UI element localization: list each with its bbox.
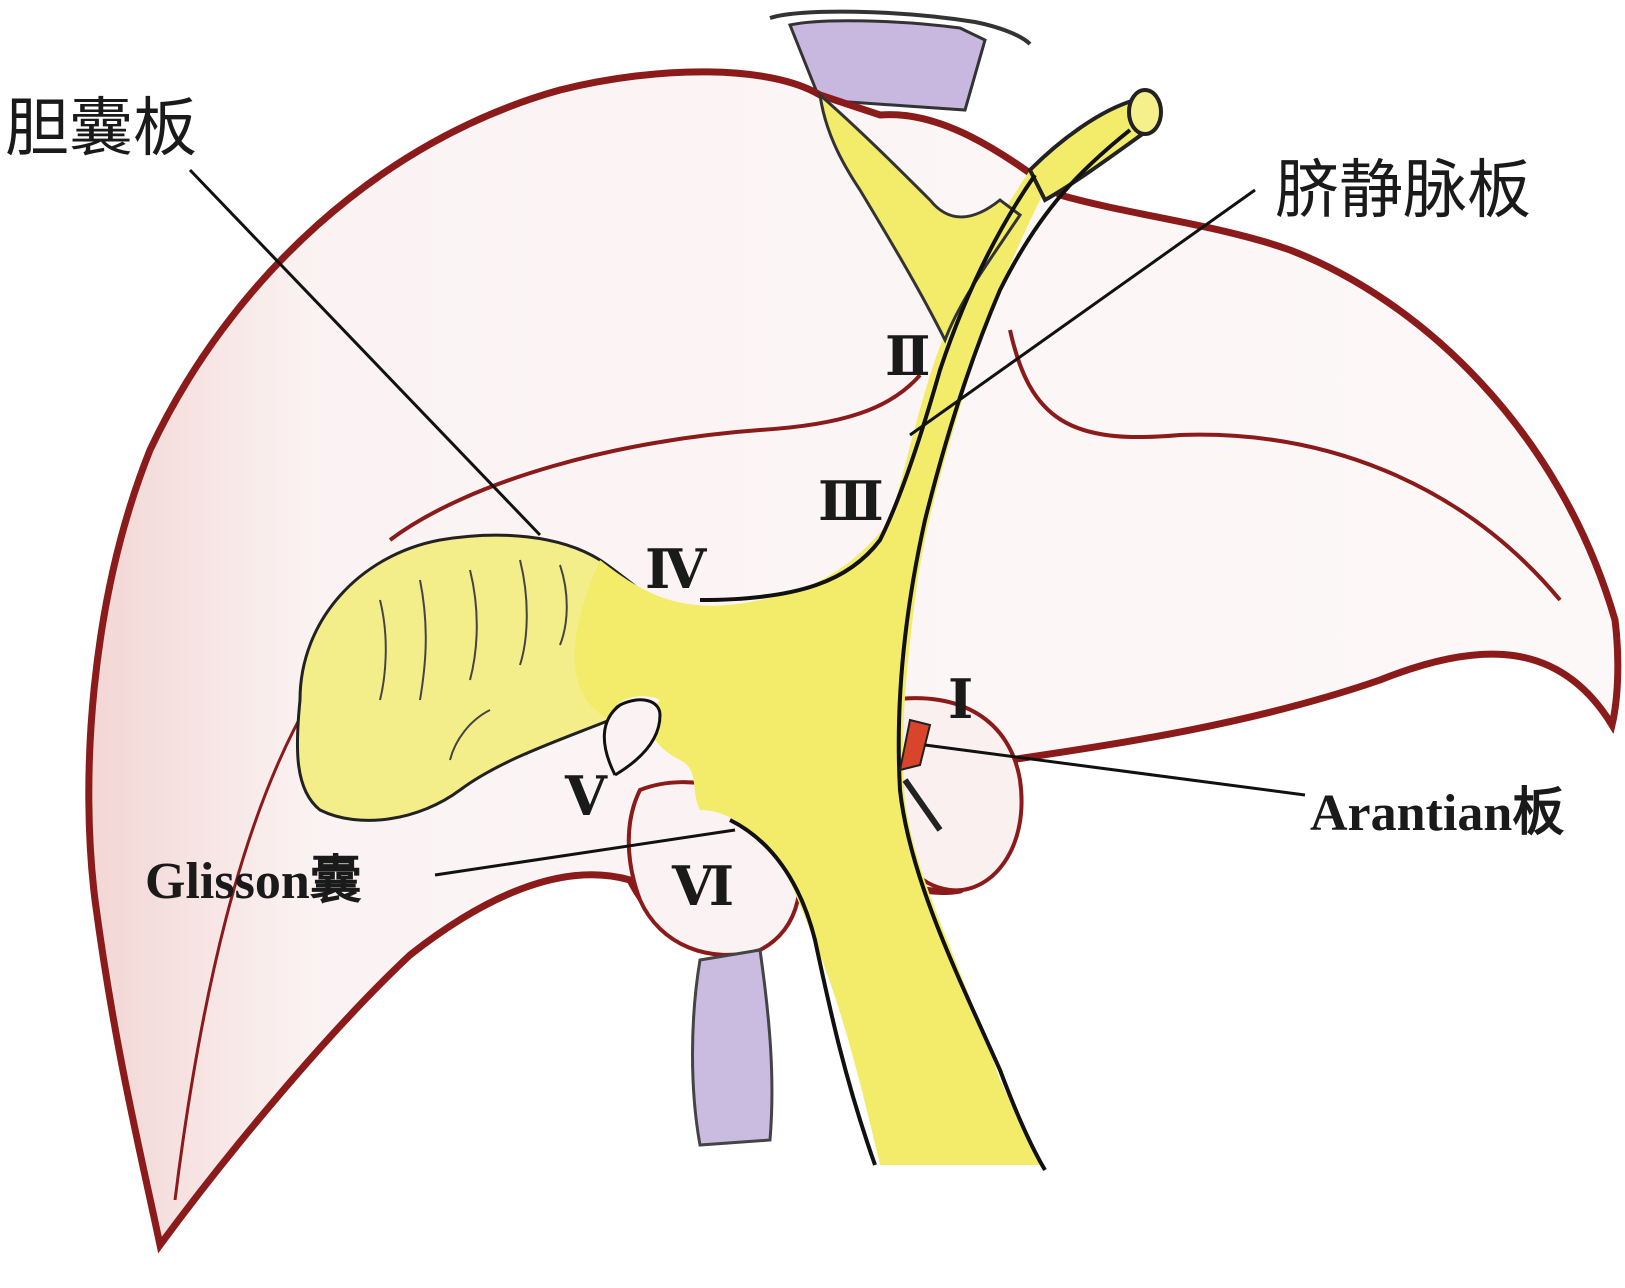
leader-umbilical-plate bbox=[909, 188, 1256, 437]
arantian-ligament bbox=[902, 778, 943, 832]
segment-label-ii: Ⅱ bbox=[885, 327, 931, 387]
ligamentum-teres-end bbox=[1127, 88, 1163, 136]
leader-gallbladder-plate bbox=[188, 168, 542, 537]
umbilical-plate-outline-left bbox=[699, 173, 1037, 602]
segment-label-v: Ⅴ bbox=[564, 767, 608, 827]
segment-border-upper bbox=[388, 373, 922, 542]
ivc-top-rim bbox=[769, 9, 1032, 46]
segment-label-vi: Ⅵ bbox=[671, 857, 734, 917]
pedicle-outline-left bbox=[729, 818, 877, 1166]
left-lobe-border bbox=[1008, 329, 1562, 602]
leader-arantian-plate bbox=[924, 743, 1306, 797]
label-arantian-plate: Arantian板 bbox=[1310, 784, 1564, 842]
segment-label-iv: Ⅳ bbox=[645, 540, 708, 600]
label-gallbladder-plate: 胆囊板 bbox=[5, 92, 197, 166]
segment-label-i: Ⅰ bbox=[948, 670, 973, 730]
label-umbilical-plate: 脐静脉板 bbox=[1275, 154, 1531, 228]
label-glisson-capsule: Glisson囊 bbox=[145, 852, 362, 910]
ivc-lower-vessel bbox=[691, 948, 774, 1147]
segment-v-notch bbox=[602, 698, 662, 777]
gallbladder-hatching bbox=[379, 559, 568, 761]
arantian-duct bbox=[898, 718, 932, 772]
umbilical-plate-outline-right bbox=[896, 128, 1132, 1172]
ivc-top-vessel bbox=[787, 19, 987, 112]
leader-glisson-capsule bbox=[434, 828, 736, 877]
right-inferior-border bbox=[173, 699, 312, 1201]
segment-label-iii: Ⅲ bbox=[818, 472, 884, 532]
